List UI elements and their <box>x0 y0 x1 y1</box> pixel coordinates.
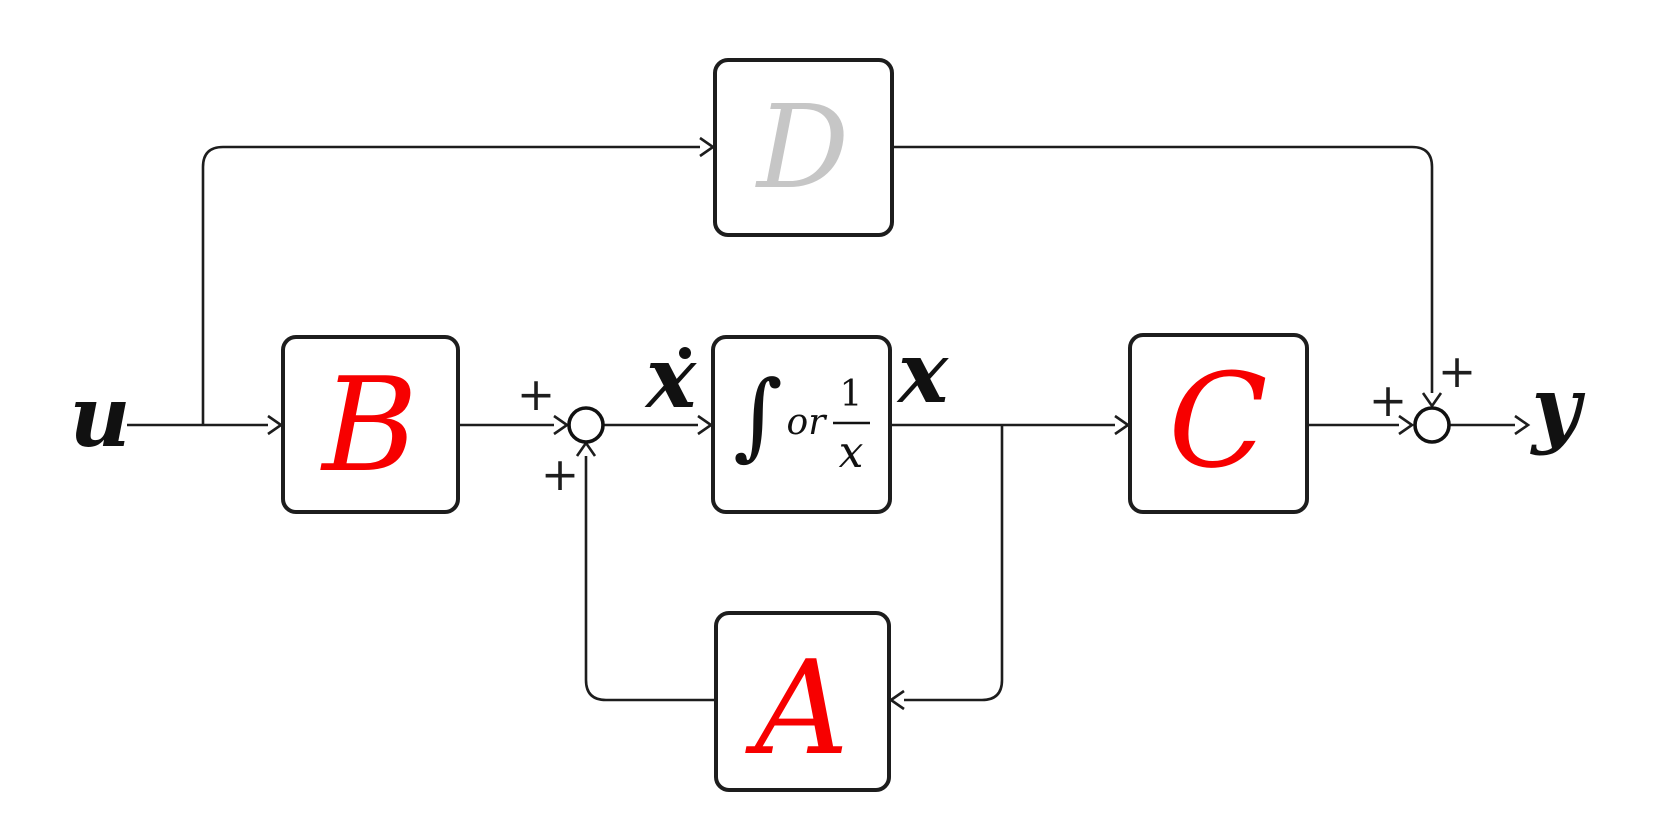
arrowhead-into-state-sum-left-icon <box>553 414 570 436</box>
state-sum-junction <box>567 406 605 444</box>
wires <box>127 136 1531 711</box>
fraction-numerator: 1 <box>840 374 863 415</box>
arrowhead-to-output-icon <box>1514 414 1531 436</box>
feedthrough-label: D <box>755 81 849 215</box>
wire-a-feedback-to-state-sum <box>584 456 716 702</box>
state-sum-plus-bottom: + <box>541 447 580 501</box>
output-matrix-label: C <box>1168 345 1267 497</box>
state-derivative-label-xdot: x <box>644 328 697 427</box>
integrator-block <box>711 335 892 514</box>
output-sum-plus-left: + <box>1369 373 1408 427</box>
state-signal-label-x: x <box>896 323 949 422</box>
input-signal-label-u: u <box>69 367 130 466</box>
fraction-denominator: x <box>839 427 864 478</box>
state-matrix-block-a <box>714 611 891 792</box>
integrator-or-word: or <box>787 402 828 443</box>
state-sum-plus-top: + <box>517 367 556 421</box>
wire-input-branch-to-d <box>201 145 700 425</box>
arrowhead-into-b-icon <box>267 414 284 436</box>
arrowhead-into-c-icon <box>1114 414 1131 436</box>
state-matrix-label: A <box>745 632 849 784</box>
output-sum-plus-top: + <box>1438 344 1477 398</box>
wire-d-to-output-sum <box>892 145 1434 393</box>
input-matrix-block-b <box>281 335 460 514</box>
arrowhead-into-output-sum-top-icon <box>1421 392 1443 409</box>
arrowhead-into-output-sum-left-icon <box>1398 414 1415 436</box>
feedthrough-block-d <box>713 58 894 237</box>
output-matrix-block-c <box>1128 333 1309 514</box>
output-signal-label-y: y <box>1530 358 1586 457</box>
integral-sign: ∫ <box>733 361 783 471</box>
blocks <box>281 58 1309 792</box>
integrator-content: ∫ or 1 x <box>733 361 870 478</box>
arrowhead-into-d-icon <box>699 136 716 158</box>
arrowhead-into-state-sum-bottom-icon <box>575 440 597 457</box>
input-matrix-label: B <box>320 349 418 501</box>
state-derivative-dot <box>679 347 691 359</box>
arrowhead-into-integrator-icon <box>697 414 714 436</box>
output-sum-junction <box>1413 406 1451 444</box>
arrowhead-into-a-icon <box>888 689 905 711</box>
wire-state-branch-to-a <box>904 425 1004 702</box>
